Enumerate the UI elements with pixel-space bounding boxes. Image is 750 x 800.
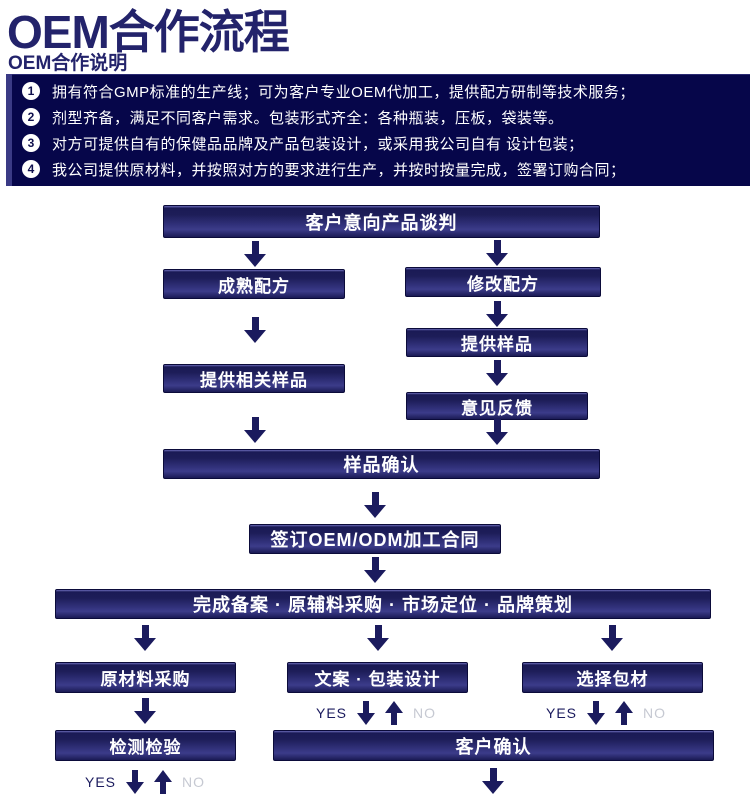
yes-label: YES [315,705,347,721]
flow-node-filing-procurement: 完成备案 · 原辅料采购 · 市场定位 · 品牌策划 [55,589,711,619]
down-arrow-icon [244,241,266,267]
page-title: OEM合作流程 [7,6,290,58]
down-arrow-icon [601,625,623,651]
up-arrow-icon [154,770,172,794]
down-arrow-icon [587,701,605,725]
intro-item-3: 3 对方可提供自有的保健品品牌及产品包装设计，或采用我公司自有 设计包装； [22,133,750,154]
down-arrow-icon [486,419,508,445]
intro-item-1: 1 拥有符合GMP标准的生产线；可为客户专业OEM代加工，提供配方研制等技术服务… [22,81,750,102]
flow-node-customer-confirm: 客户确认 [273,730,714,761]
down-arrow-icon [482,768,504,794]
intro-item-text: 剂型齐备，满足不同客户需求。包装形式齐全：各种瓶装，压板，袋装等。 [52,109,564,127]
no-label: NO [182,774,205,790]
yes-label: YES [84,774,116,790]
down-arrow-icon [134,625,156,651]
yesno-row-inspection: YES NO [70,766,220,798]
flow-node-sign-contract: 签订OEM/ODM加工合同 [249,524,501,554]
flow-node-inspection: 检测检验 [55,730,236,761]
number-badge-1: 1 [22,82,40,100]
yesno-row-copy-design: YES NO [306,698,446,728]
intro-item-text: 对方可提供自有的保健品品牌及产品包装设计，或采用我公司自有 设计包装； [52,135,584,153]
yesno-row-choose-packaging: YES NO [536,698,676,728]
flow-node-copy-packaging-design: 文案 · 包装设计 [287,662,468,693]
intro-item-text: 拥有符合GMP标准的生产线；可为客户专业OEM代加工，提供配方研制等技术服务； [52,83,635,101]
intro-item-text: 我公司提供原材料，并按照对方的要求进行生产，并按时按量完成，签署订购合同； [52,161,626,179]
number-badge-4: 4 [22,160,40,178]
down-arrow-icon [357,701,375,725]
down-arrow-icon [364,492,386,518]
flow-node-provide-samples: 提供样品 [406,328,588,357]
no-label: NO [413,705,436,721]
flow-node-choose-packaging: 选择包材 [522,662,703,693]
up-arrow-icon [385,701,403,725]
flow-node-feedback: 意见反馈 [406,392,588,420]
intro-item-4: 4 我公司提供原材料，并按照对方的要求进行生产，并按时按量完成，签署订购合同； [22,159,750,180]
down-arrow-icon [244,417,266,443]
flow-node-mature-formula: 成熟配方 [163,269,345,299]
down-arrow-icon [134,698,156,724]
no-label: NO [643,705,666,721]
intro-item-2: 2 剂型齐备，满足不同客户需求。包装形式齐全：各种瓶装，压板，袋装等。 [22,107,750,128]
flow-node-raw-material-purchase: 原材料采购 [55,662,236,693]
down-arrow-icon [486,240,508,266]
down-arrow-icon [126,770,144,794]
flow-node-modify-formula: 修改配方 [405,267,601,297]
flow-node-sample-confirm: 样品确认 [163,449,600,479]
flow-node-negotiation: 客户意向产品谈判 [163,205,600,238]
number-badge-2: 2 [22,108,40,126]
down-arrow-icon [486,360,508,386]
number-badge-3: 3 [22,134,40,152]
intro-panel: 1 拥有符合GMP标准的生产线；可为客户专业OEM代加工，提供配方研制等技术服务… [6,74,750,186]
up-arrow-icon [615,701,633,725]
down-arrow-icon [364,557,386,583]
page-subtitle: OEM合作说明 [8,53,128,74]
down-arrow-icon [244,317,266,343]
down-arrow-icon [367,625,389,651]
flow-node-provide-related-samples: 提供相关样品 [163,364,345,393]
yes-label: YES [545,705,577,721]
down-arrow-icon [486,301,508,327]
